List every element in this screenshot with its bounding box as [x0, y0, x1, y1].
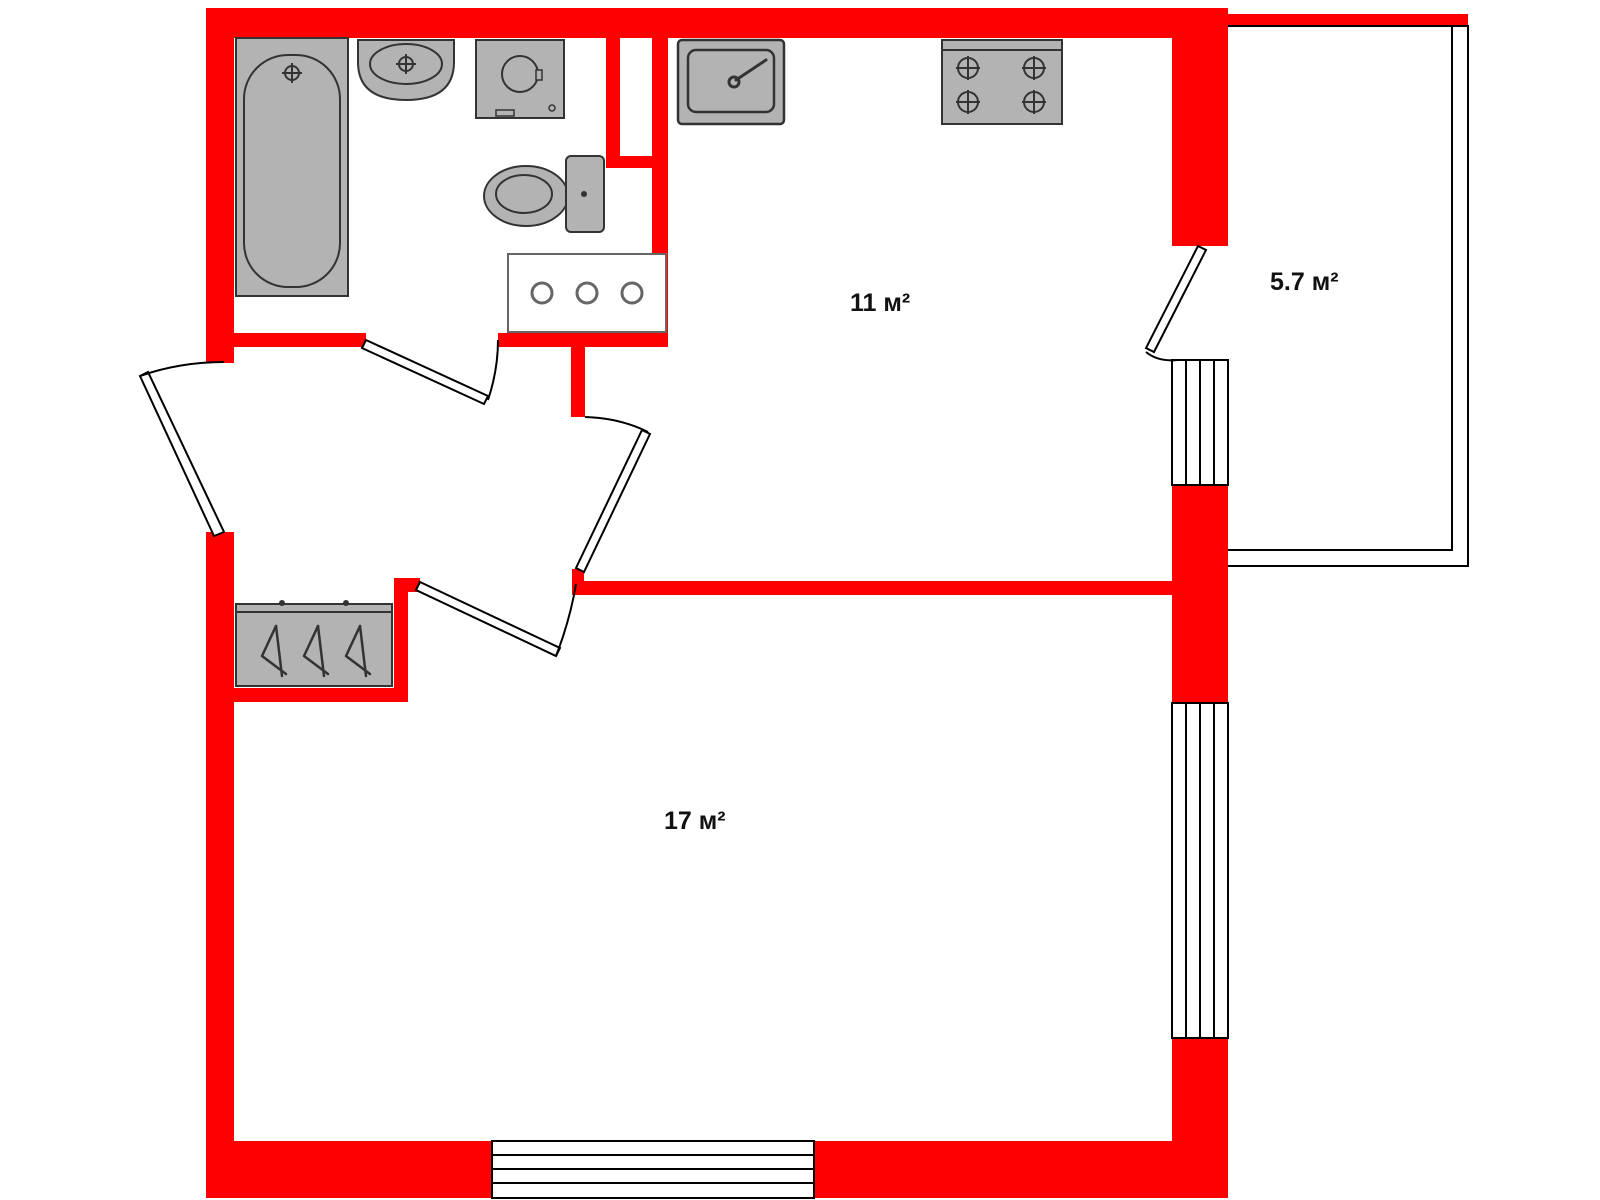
windows: [491, 359, 1229, 1199]
burner-icon: [956, 90, 980, 114]
hanger-icon: [302, 624, 330, 678]
washing-machine-drum-icon: [501, 55, 539, 93]
wall-right-bottom: [1172, 1038, 1228, 1198]
door-kitchen-swing: [584, 416, 649, 433]
door-entrance-swing: [139, 361, 225, 377]
water-heater-panel: [507, 253, 667, 333]
faucet-icon: [727, 58, 768, 89]
doors: [138, 244, 1208, 658]
wall-left-lower: [206, 532, 234, 1198]
stove: [941, 39, 1063, 125]
wall-wardrobe-bottom: [234, 688, 408, 702]
door-living-leaf: [414, 580, 562, 658]
door-balcony-leaf: [1144, 244, 1208, 354]
balcony-rail-top: [1228, 14, 1468, 26]
wall-shaft-left: [606, 38, 620, 168]
door-living-swing: [555, 583, 577, 657]
wall-bottom-left: [206, 1141, 492, 1198]
balcony-outline-outer: [1228, 25, 1469, 567]
wall-bathroom-bottom-right: [498, 333, 668, 347]
burner-icon: [1022, 56, 1046, 80]
washbasin: [357, 39, 455, 102]
door-bathroom-swing: [487, 339, 499, 401]
hanger-icon: [260, 624, 288, 678]
wall-bottom-right: [814, 1141, 1228, 1198]
wall-right-mid: [1172, 485, 1228, 703]
balcony-outline-inner: [1228, 25, 1453, 551]
kitchen-sink: [676, 38, 786, 126]
bathtub-drain-icon: [282, 63, 302, 83]
balcony: [1228, 25, 1469, 567]
kitchen-area-label: 11 м²: [850, 289, 911, 317]
wall-left-upper: [206, 8, 234, 363]
washbasin-tap-icon: [396, 54, 416, 74]
balcony-area-label: 5.7 м²: [1270, 268, 1339, 296]
valve-icon: [620, 281, 644, 305]
wall-wardrobe-right: [394, 578, 408, 702]
hanger-icon: [344, 624, 372, 678]
toilet: [483, 155, 605, 233]
living-room-area-label: 17 м²: [664, 807, 726, 835]
door-balcony-swing: [1145, 351, 1179, 362]
wall-right-top: [1172, 8, 1228, 246]
washing-machine: [475, 39, 565, 119]
wall-bathroom-bottom: [234, 333, 366, 347]
burner-icon: [956, 56, 980, 80]
valve-icon: [575, 281, 599, 305]
wall-stub-hall: [571, 347, 585, 417]
valve-icon: [530, 281, 554, 305]
door-bathroom-leaf: [360, 338, 490, 406]
door-kitchen-leaf: [574, 428, 652, 574]
wall-top: [206, 8, 1228, 38]
bathtub: [235, 37, 349, 297]
burner-icon: [1022, 90, 1046, 114]
wall-shaft-bottom: [606, 156, 668, 168]
wall-kitchen-living: [572, 581, 1172, 595]
walls: [206, 8, 1468, 1198]
wardrobe: [235, 600, 393, 687]
door-entrance-leaf: [138, 370, 226, 538]
